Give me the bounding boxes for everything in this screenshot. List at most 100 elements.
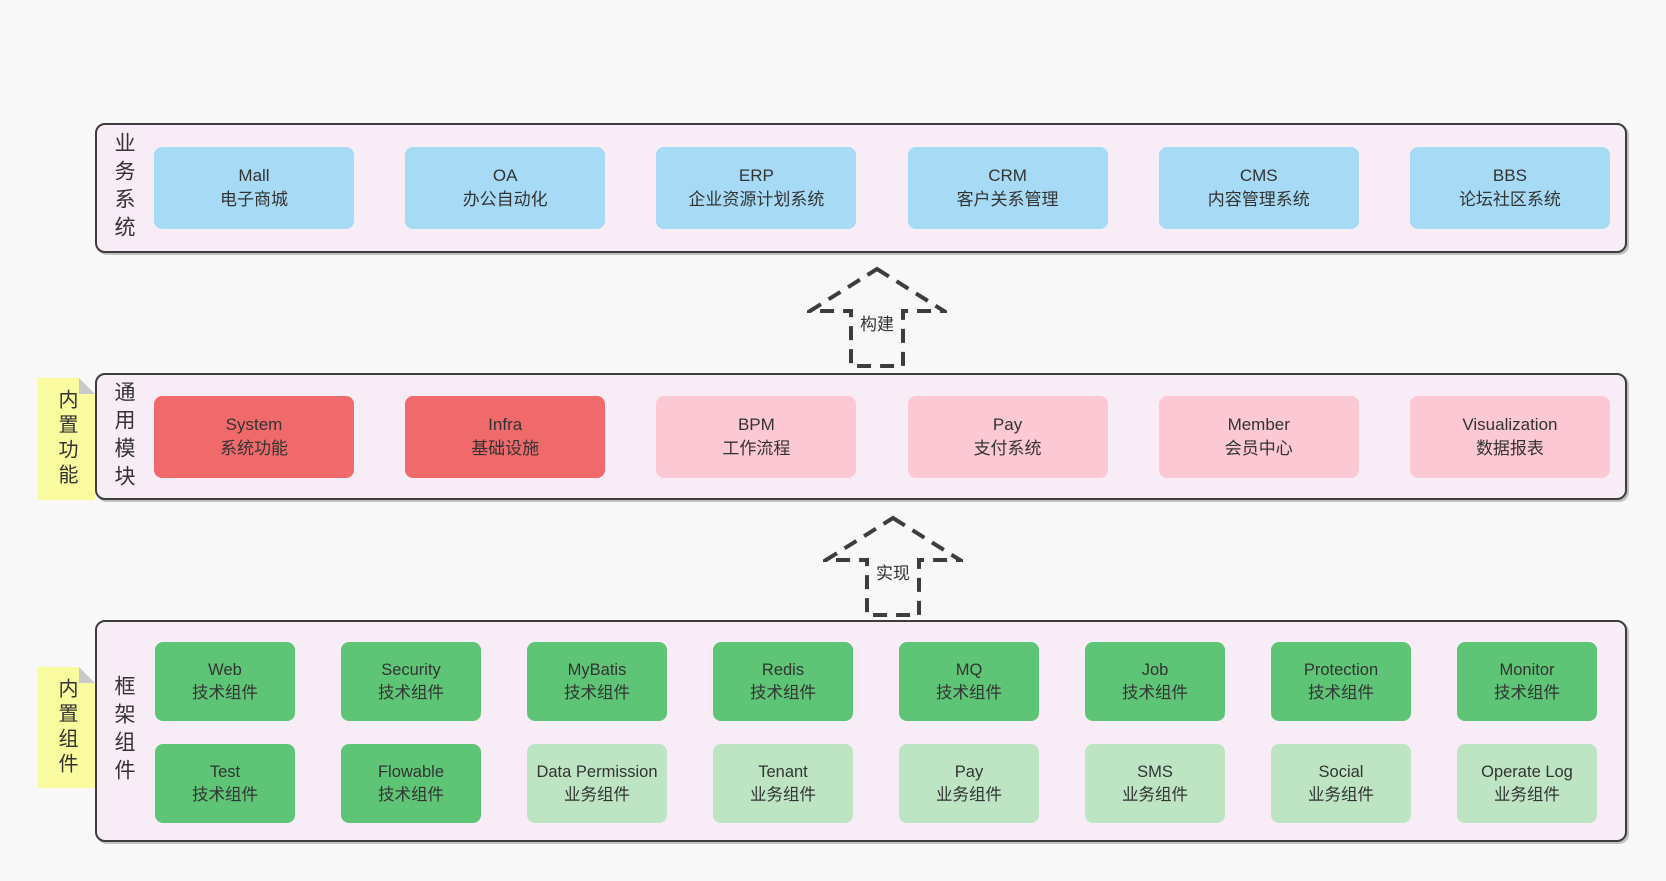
component-box-security: Security 技术组件 (341, 642, 481, 721)
box-subtitle: 系统功能 (220, 438, 288, 458)
box-subtitle: 技术组件 (1308, 683, 1374, 702)
box-title: SMS (1137, 762, 1173, 781)
box-subtitle: 工作流程 (722, 438, 791, 458)
component-box-pay: Pay 业务组件 (899, 744, 1039, 823)
box-title: Pay (992, 414, 1023, 434)
box-subtitle: 业务组件 (750, 785, 816, 804)
box-subtitle: 论坛社区系统 (1458, 190, 1561, 209)
box-title: MQ (955, 660, 983, 679)
box-title: CRM (988, 166, 1027, 185)
build-arrow: 构建 (807, 265, 947, 369)
sticky-note-text: 内置组件 (55, 677, 77, 778)
box-title: Mall (238, 166, 270, 185)
box-subtitle: 技术组件 (1122, 683, 1188, 702)
sticky-note-builtin-features: 内置功能 (38, 378, 95, 500)
component-box-redis: Redis 技术组件 (713, 642, 853, 721)
components-box-row-1: Web 技术组件 Security 技术组件 MyBatis 技术组件 Redi… (155, 642, 1597, 721)
module-box-system: System 系统功能 (154, 395, 354, 478)
system-box-oa: OA 办公自动化 (405, 147, 606, 229)
box-title: MyBatis (567, 660, 627, 679)
box-subtitle: 技术组件 (564, 683, 630, 702)
box-subtitle: 技术组件 (936, 683, 1002, 702)
section-framework-components: 框架组件 Web 技术组件 Security 技术组件 MyBatis 技术组件… (95, 620, 1627, 842)
module-box-pay: Pay 支付系统 (907, 395, 1108, 478)
box-title: Redis (761, 660, 805, 679)
box-title: Operate Log (1481, 762, 1573, 781)
box-subtitle: 业务组件 (1308, 785, 1374, 804)
section-business-systems: 业务系统 Mall 电子商城 OA 办公自动化 ERP 企业资源计划系统 CRM… (95, 123, 1627, 253)
sticky-note-builtin-components: 内置组件 (38, 667, 95, 788)
component-box-tenant: Tenant 业务组件 (713, 744, 853, 823)
components-box-row-2: Test 技术组件 Flowable 技术组件 Data Permission … (155, 744, 1597, 823)
box-title: Tenant (758, 762, 808, 781)
system-box-cms: CMS 内容管理系统 (1158, 147, 1359, 229)
box-title: ERP (738, 166, 774, 185)
section-label-business: 业务系统 (112, 132, 135, 244)
box-subtitle: 业务组件 (564, 785, 630, 804)
box-title: Protection (1303, 660, 1379, 679)
box-subtitle: 支付系统 (973, 438, 1042, 458)
build-arrow-label: 构建 (857, 310, 897, 335)
component-box-data-permission: Data Permission 业务组件 (527, 744, 667, 823)
component-box-flowable: Flowable 技术组件 (341, 744, 481, 823)
component-box-social: Social 业务组件 (1271, 744, 1411, 823)
box-title: Monitor (1499, 660, 1555, 679)
box-subtitle: 技术组件 (1494, 683, 1560, 702)
component-box-job: Job 技术组件 (1085, 642, 1225, 721)
box-subtitle: 数据报表 (1475, 438, 1544, 458)
box-subtitle: 客户关系管理 (956, 190, 1059, 209)
box-subtitle: 技术组件 (192, 683, 258, 702)
system-box-bbs: BBS 论坛社区系统 (1409, 147, 1610, 229)
box-title: BPM (737, 414, 775, 434)
sticky-note-text: 内置功能 (55, 389, 77, 489)
box-subtitle: 技术组件 (378, 683, 444, 702)
box-title: Web (208, 660, 242, 679)
box-title: Social (1318, 762, 1364, 781)
component-box-mybatis: MyBatis 技术组件 (527, 642, 667, 721)
box-title: Infra (488, 414, 523, 434)
box-subtitle: 办公自动化 (462, 190, 548, 209)
box-subtitle: 业务组件 (936, 785, 1002, 804)
box-title: System (225, 414, 283, 434)
box-title: Data Permission (536, 762, 658, 781)
component-box-operate-log: Operate Log 业务组件 (1457, 744, 1597, 823)
box-title: Pay (954, 762, 984, 781)
component-box-test: Test 技术组件 (155, 744, 295, 823)
box-title: Job (1141, 660, 1169, 679)
box-subtitle: 电子商城 (220, 190, 288, 209)
box-subtitle: 基础设施 (471, 438, 540, 458)
box-subtitle: 企业资源计划系统 (688, 190, 825, 209)
component-box-web: Web 技术组件 (155, 642, 295, 721)
box-title: Flowable (377, 762, 445, 781)
box-title: OA (492, 166, 518, 185)
section-label-components: 框架组件 (112, 675, 135, 787)
box-title: Security (381, 660, 441, 679)
module-box-infra: Infra 基础设施 (405, 395, 606, 478)
box-title: Member (1227, 414, 1290, 434)
business-box-row: Mall 电子商城 OA 办公自动化 ERP 企业资源计划系统 CRM 客户关系… (154, 125, 1610, 251)
box-subtitle: 内容管理系统 (1207, 190, 1310, 209)
implement-arrow: 实现 (823, 514, 963, 618)
box-subtitle: 技术组件 (192, 785, 258, 804)
system-box-erp: ERP 企业资源计划系统 (656, 147, 857, 229)
component-box-monitor: Monitor 技术组件 (1457, 642, 1597, 721)
box-title: Visualization (1462, 414, 1558, 434)
box-subtitle: 业务组件 (1122, 785, 1188, 804)
component-box-protection: Protection 技术组件 (1271, 642, 1411, 721)
box-subtitle: 会员中心 (1224, 438, 1293, 458)
box-subtitle: 技术组件 (750, 683, 816, 702)
module-box-member: Member 会员中心 (1158, 395, 1359, 478)
section-common-modules: 通用模块 System 系统功能 Infra 基础设施 BPM 工作流程 Pay… (95, 373, 1627, 500)
implement-arrow-label: 实现 (873, 559, 913, 584)
component-box-mq: MQ 技术组件 (899, 642, 1039, 721)
box-title: Test (209, 762, 241, 781)
module-box-visualization: Visualization 数据报表 (1409, 395, 1610, 478)
system-box-mall: Mall 电子商城 (154, 147, 354, 229)
box-title: BBS (1492, 166, 1527, 185)
section-label-modules: 通用模块 (112, 380, 135, 493)
system-box-crm: CRM 客户关系管理 (907, 147, 1108, 229)
box-subtitle: 业务组件 (1494, 785, 1560, 804)
box-title: CMS (1239, 166, 1278, 185)
component-box-sms: SMS 业务组件 (1085, 744, 1225, 823)
